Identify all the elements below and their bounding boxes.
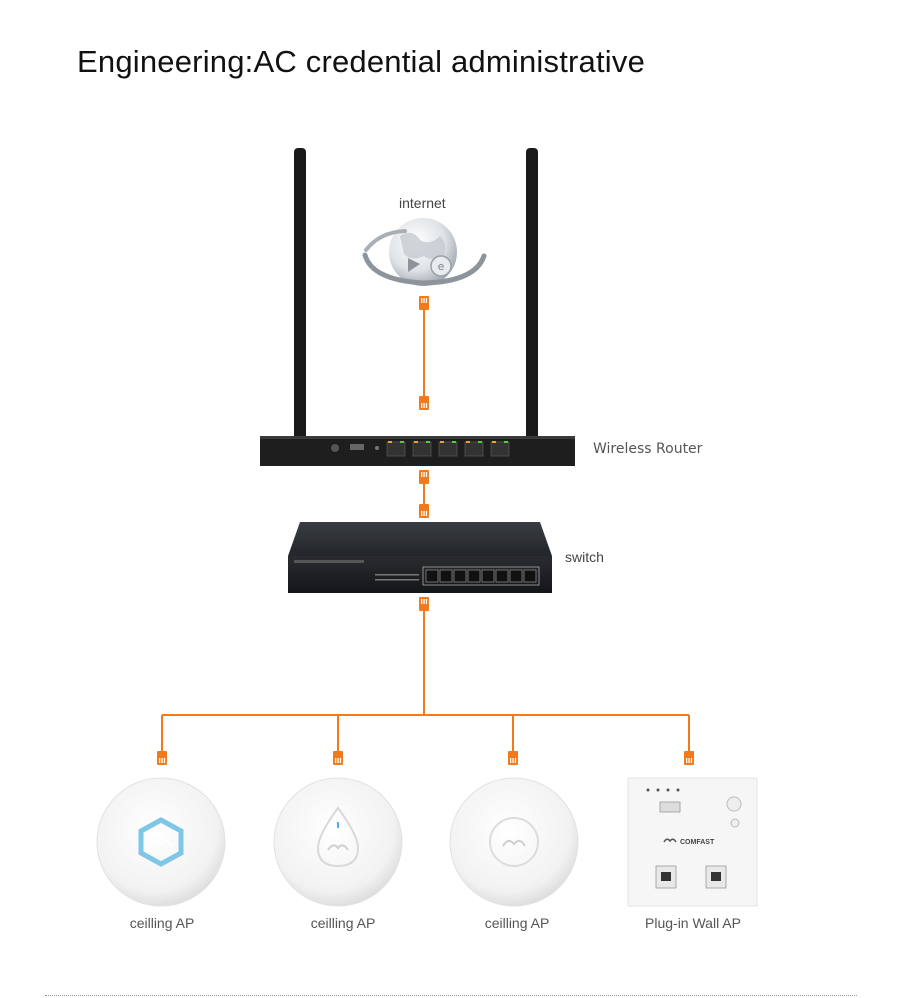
rj45-connector-icon — [157, 751, 167, 765]
switch-label: switch — [565, 549, 604, 565]
ap-label: ceilling AP — [129, 915, 195, 931]
rj45-connector-icon — [419, 296, 429, 310]
rj45-connector-icon — [333, 751, 343, 765]
internet-globe-icon: e — [362, 218, 487, 286]
ceiling-ap-hexagon-icon — [96, 777, 226, 907]
wireless-router-icon — [260, 148, 575, 466]
cable-lines — [161, 310, 690, 752]
svg-text:e: e — [438, 260, 445, 273]
rj45-connector-icon — [419, 470, 429, 484]
rj45-connector-icon — [508, 751, 518, 765]
internet-label: internet — [399, 195, 446, 211]
page-title: Engineering:AC credential administrative — [77, 44, 646, 79]
rj45-connectors — [157, 296, 694, 765]
rj45-connector-icon — [684, 751, 694, 765]
ceiling-ap-round-icon — [449, 777, 579, 907]
ap-label: ceilling AP — [484, 915, 550, 931]
ap-label: ceilling AP — [310, 915, 376, 931]
rj45-connector-icon — [419, 597, 429, 611]
wall-ap-brand: COMFAST — [680, 839, 715, 846]
router-label: Wireless Router — [593, 441, 703, 457]
rj45-connector-icon — [419, 504, 429, 518]
bottom-divider — [45, 995, 857, 996]
ceiling-ap-drop-icon — [273, 777, 403, 907]
rj45-connector-icon — [419, 396, 429, 410]
wall-ap-icon: COMFAST — [627, 777, 758, 907]
ethernet-switch-icon — [288, 522, 552, 593]
ap-label: Plug-in Wall AP — [645, 915, 741, 931]
